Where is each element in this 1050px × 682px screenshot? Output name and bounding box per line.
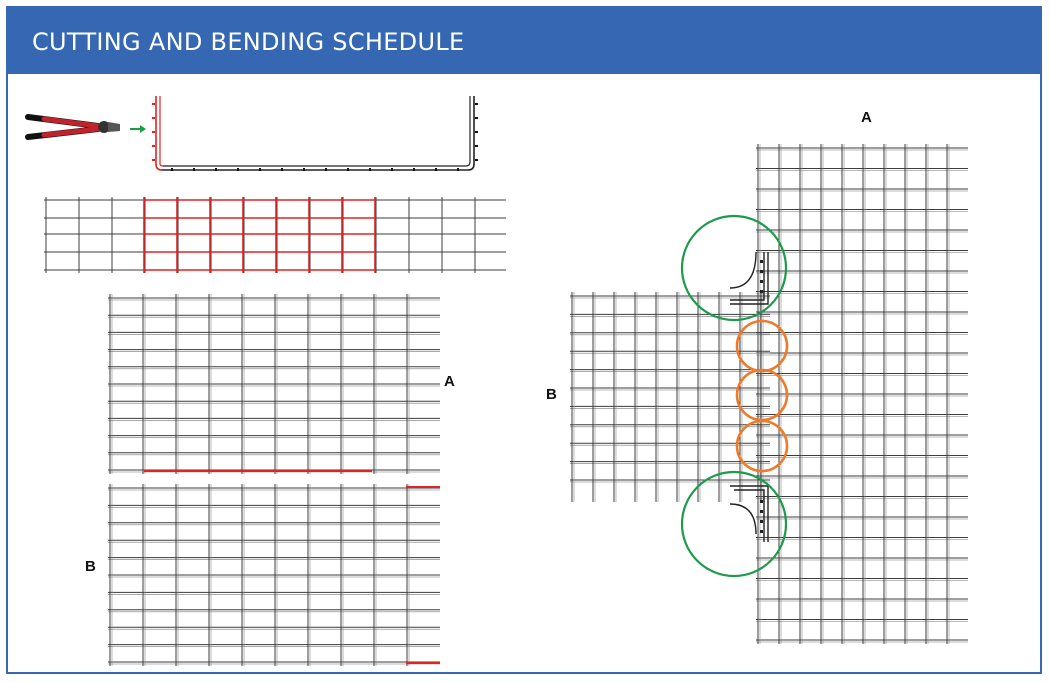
wire-section-dot xyxy=(475,117,478,119)
bracket-hole xyxy=(760,530,763,533)
wire-section-dot xyxy=(347,168,349,171)
left-mesh-panel-a xyxy=(108,294,440,474)
wire-section-dot xyxy=(193,168,195,171)
label-assembly-a: A xyxy=(861,109,872,126)
wire-section-dot xyxy=(435,168,437,171)
bracket-hole xyxy=(760,280,763,283)
label-panel-a: A xyxy=(444,373,455,390)
wire-section-dot xyxy=(475,103,478,105)
wire-section-dot xyxy=(391,168,393,171)
header-bar: CUTTING AND BENDING SCHEDULE xyxy=(8,8,1040,74)
bracket-hole xyxy=(760,520,763,523)
bracket-hole xyxy=(760,500,763,503)
bracket-hole xyxy=(760,260,763,263)
corner-bracket xyxy=(729,485,769,542)
right-mesh-panel-a xyxy=(756,144,968,644)
joint-circle-3 xyxy=(735,419,789,473)
wire-section-dot xyxy=(303,168,305,171)
left-mesh-panel-b xyxy=(108,484,440,666)
wire-section-dot xyxy=(475,159,478,161)
corner-bend-circle-bottom xyxy=(680,470,788,578)
label-assembly-b: B xyxy=(546,386,557,403)
wire-section-dot xyxy=(152,159,155,161)
wire-section-dot xyxy=(152,145,155,147)
wire-section-dot xyxy=(215,168,217,171)
right-mesh-panel-b xyxy=(570,292,770,502)
corner-bend-circle-top xyxy=(680,214,788,322)
diagram-frame xyxy=(6,6,1042,674)
wire-section-dot xyxy=(457,168,459,171)
wire-section-dot xyxy=(171,168,173,171)
corner-brackets xyxy=(729,251,769,542)
bracket-hole xyxy=(760,510,763,513)
wire-section-dot xyxy=(475,145,478,147)
flat-mesh-strip xyxy=(44,197,506,273)
label-panel-b: B xyxy=(85,558,96,575)
wire-section-dot xyxy=(152,131,155,133)
bracket-hole xyxy=(760,290,763,293)
wire-section-dot xyxy=(281,168,283,171)
page-title: CUTTING AND BENDING SCHEDULE xyxy=(32,28,465,56)
wire-section-dot xyxy=(475,131,478,133)
bolt-cutter-icon xyxy=(25,114,120,140)
wire-section-dot xyxy=(152,117,155,119)
mesh-profile-section xyxy=(152,96,478,171)
wire-section-dot xyxy=(325,168,327,171)
wire-section-dot xyxy=(413,168,415,171)
wire-section-dot xyxy=(237,168,239,171)
arrow-right-icon xyxy=(130,125,146,133)
wire-section-dot xyxy=(259,168,261,171)
wire-section-dot xyxy=(369,168,371,171)
wire-section-dot xyxy=(152,103,155,105)
bracket-hole xyxy=(760,270,763,273)
corner-bracket xyxy=(729,251,769,305)
